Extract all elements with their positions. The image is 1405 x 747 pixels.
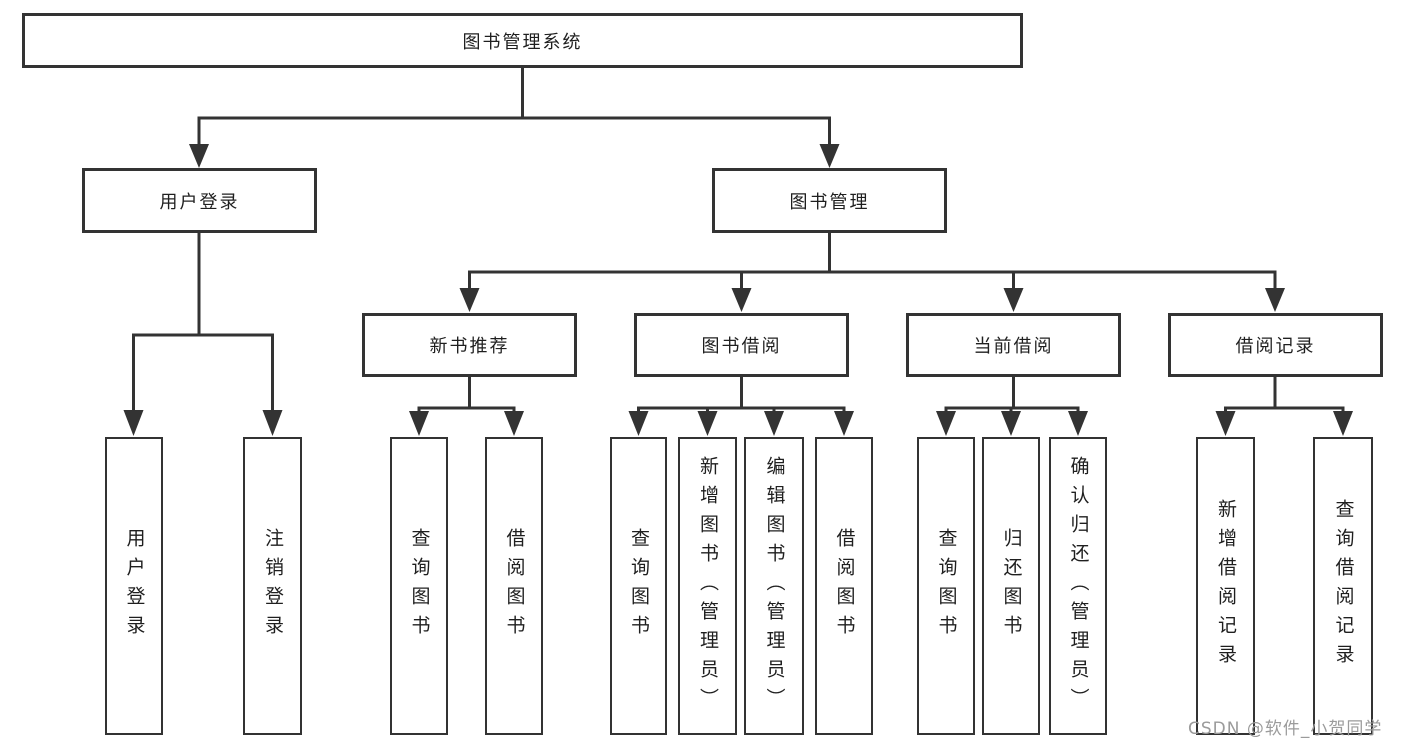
leaf-label: 确认归还（管理员） [1067, 455, 1090, 717]
leaf-label: 查询图书 [408, 528, 431, 644]
level3-box-borrow-records: 借阅记录 [1168, 313, 1383, 377]
leaf-box-query-books-current: 查询图书 [917, 437, 975, 735]
leaf-box-query-books-borrow: 查询图书 [610, 437, 667, 735]
leaf-label: 查询借阅记录 [1332, 499, 1355, 673]
root-box-library-system: 图书管理系统 [22, 13, 1023, 68]
leaf-label: 查询图书 [628, 528, 650, 644]
leaf-label: 新增借阅记录 [1215, 499, 1237, 673]
connector-user-login-to-leaves [123, 233, 283, 436]
leaf-label: 注销登录 [262, 528, 284, 644]
leaf-label: 借阅图书 [503, 528, 526, 644]
leaf-label: 用户登录 [123, 528, 146, 644]
leaf-label: 查询图书 [935, 528, 958, 644]
leaf-label: 新增图书（管理员） [697, 455, 719, 717]
leaf-label: 归还图书 [1000, 528, 1023, 644]
level3-box-new-book-recommend: 新书推荐 [362, 313, 577, 377]
level3-box-current-borrow: 当前借阅 [906, 313, 1121, 377]
leaf-box-borrow-books: 借阅图书 [815, 437, 873, 735]
leaf-box-confirm-return-admin: 确认归还（管理员） [1049, 437, 1107, 735]
leaf-box-return-books: 归还图书 [982, 437, 1040, 735]
leaf-box-logout: 注销登录 [243, 437, 302, 735]
leaf-label: 编辑图书（管理员） [763, 455, 786, 717]
connector-borrow-records-to-leaves [1215, 377, 1353, 436]
connector-root-to-level2 [189, 67, 840, 168]
leaf-box-add-borrow-record: 新增借阅记录 [1196, 437, 1255, 735]
leaf-box-user-login: 用户登录 [105, 437, 163, 735]
level3-box-book-borrow: 图书借阅 [634, 313, 849, 377]
connector-new-book-recommend-to-leaves [409, 377, 524, 436]
leaf-box-edit-books-admin: 编辑图书（管理员） [744, 437, 804, 735]
connector-book-management-to-level3 [459, 233, 1285, 312]
level2-box-book-management: 图书管理 [712, 168, 947, 233]
watermark: CSDN @软件_小贺同学 [1188, 719, 1383, 739]
connector-current-borrow-to-leaves [936, 377, 1088, 436]
leaf-label: 借阅图书 [833, 528, 856, 644]
leaf-box-query-borrow-record: 查询借阅记录 [1313, 437, 1373, 735]
connector-book-borrow-to-leaves [628, 377, 854, 436]
leaf-box-borrow-books-recommend: 借阅图书 [485, 437, 543, 735]
level2-box-user-login: 用户登录 [82, 168, 317, 233]
leaf-box-add-books-admin: 新增图书（管理员） [678, 437, 737, 735]
leaf-box-query-books-recommend: 查询图书 [390, 437, 448, 735]
